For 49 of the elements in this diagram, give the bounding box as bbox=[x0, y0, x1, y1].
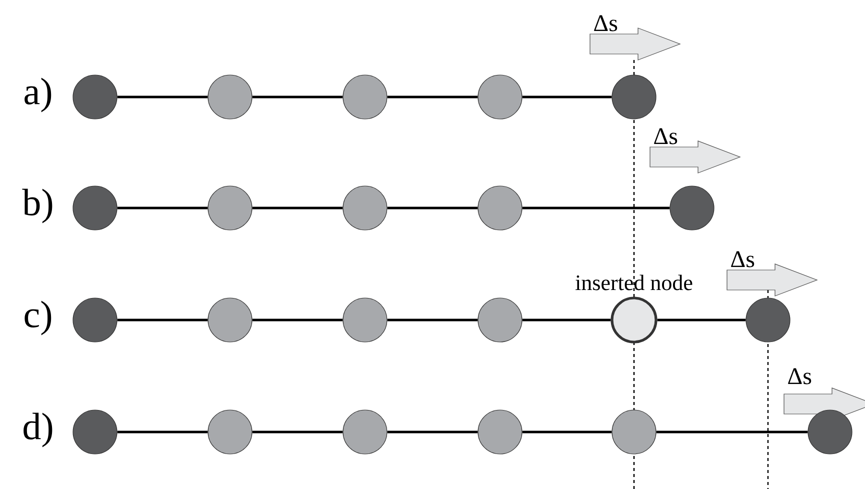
node-circle bbox=[478, 186, 522, 230]
connector-line bbox=[522, 318, 611, 322]
shift-label: Δs bbox=[788, 368, 812, 384]
node-circle bbox=[478, 74, 522, 120]
node-circle bbox=[208, 410, 252, 454]
connector-line bbox=[522, 206, 670, 210]
connector-line bbox=[252, 206, 343, 210]
connector-line bbox=[387, 318, 478, 322]
node-circle bbox=[208, 186, 252, 230]
node-circle bbox=[342, 186, 388, 230]
node-caption: inserted node bbox=[576, 274, 692, 290]
connector-line bbox=[117, 206, 208, 210]
connector-line bbox=[117, 318, 208, 322]
connector-line bbox=[657, 318, 746, 322]
row-label: d) bbox=[24, 412, 52, 448]
node-circle bbox=[670, 186, 714, 230]
node-circle bbox=[342, 410, 388, 454]
shift-label: Δs bbox=[654, 128, 678, 144]
node-circle bbox=[808, 410, 852, 454]
node-circle bbox=[342, 74, 388, 120]
inserted-node-circle bbox=[610, 296, 658, 344]
node-circle bbox=[208, 74, 252, 120]
node-circle bbox=[342, 298, 388, 342]
node-circle bbox=[612, 74, 656, 120]
shift-label: Δs bbox=[594, 15, 618, 32]
node-circle bbox=[208, 298, 252, 342]
node-circle bbox=[612, 410, 656, 454]
node-circle bbox=[72, 298, 118, 342]
connector-line bbox=[522, 430, 612, 434]
node-circle bbox=[478, 298, 522, 342]
node-circle bbox=[72, 410, 118, 454]
row-label: c) bbox=[24, 300, 52, 336]
connector-line bbox=[387, 96, 478, 98]
node-circle bbox=[72, 74, 118, 120]
connector-line bbox=[117, 430, 208, 434]
connector-line bbox=[387, 206, 478, 210]
row-label: b) bbox=[22, 188, 52, 224]
node-circle bbox=[72, 186, 118, 230]
node-circle bbox=[746, 298, 790, 342]
node-circle bbox=[478, 410, 522, 454]
connector-line bbox=[252, 430, 343, 434]
row-label: a) bbox=[24, 78, 52, 112]
connector-line bbox=[252, 96, 343, 98]
connector-line bbox=[252, 318, 343, 322]
connector-line bbox=[117, 96, 208, 98]
connector-line bbox=[522, 96, 612, 98]
shift-label: Δs bbox=[731, 251, 754, 268]
connector-line bbox=[387, 430, 478, 434]
connector-line bbox=[656, 430, 808, 434]
